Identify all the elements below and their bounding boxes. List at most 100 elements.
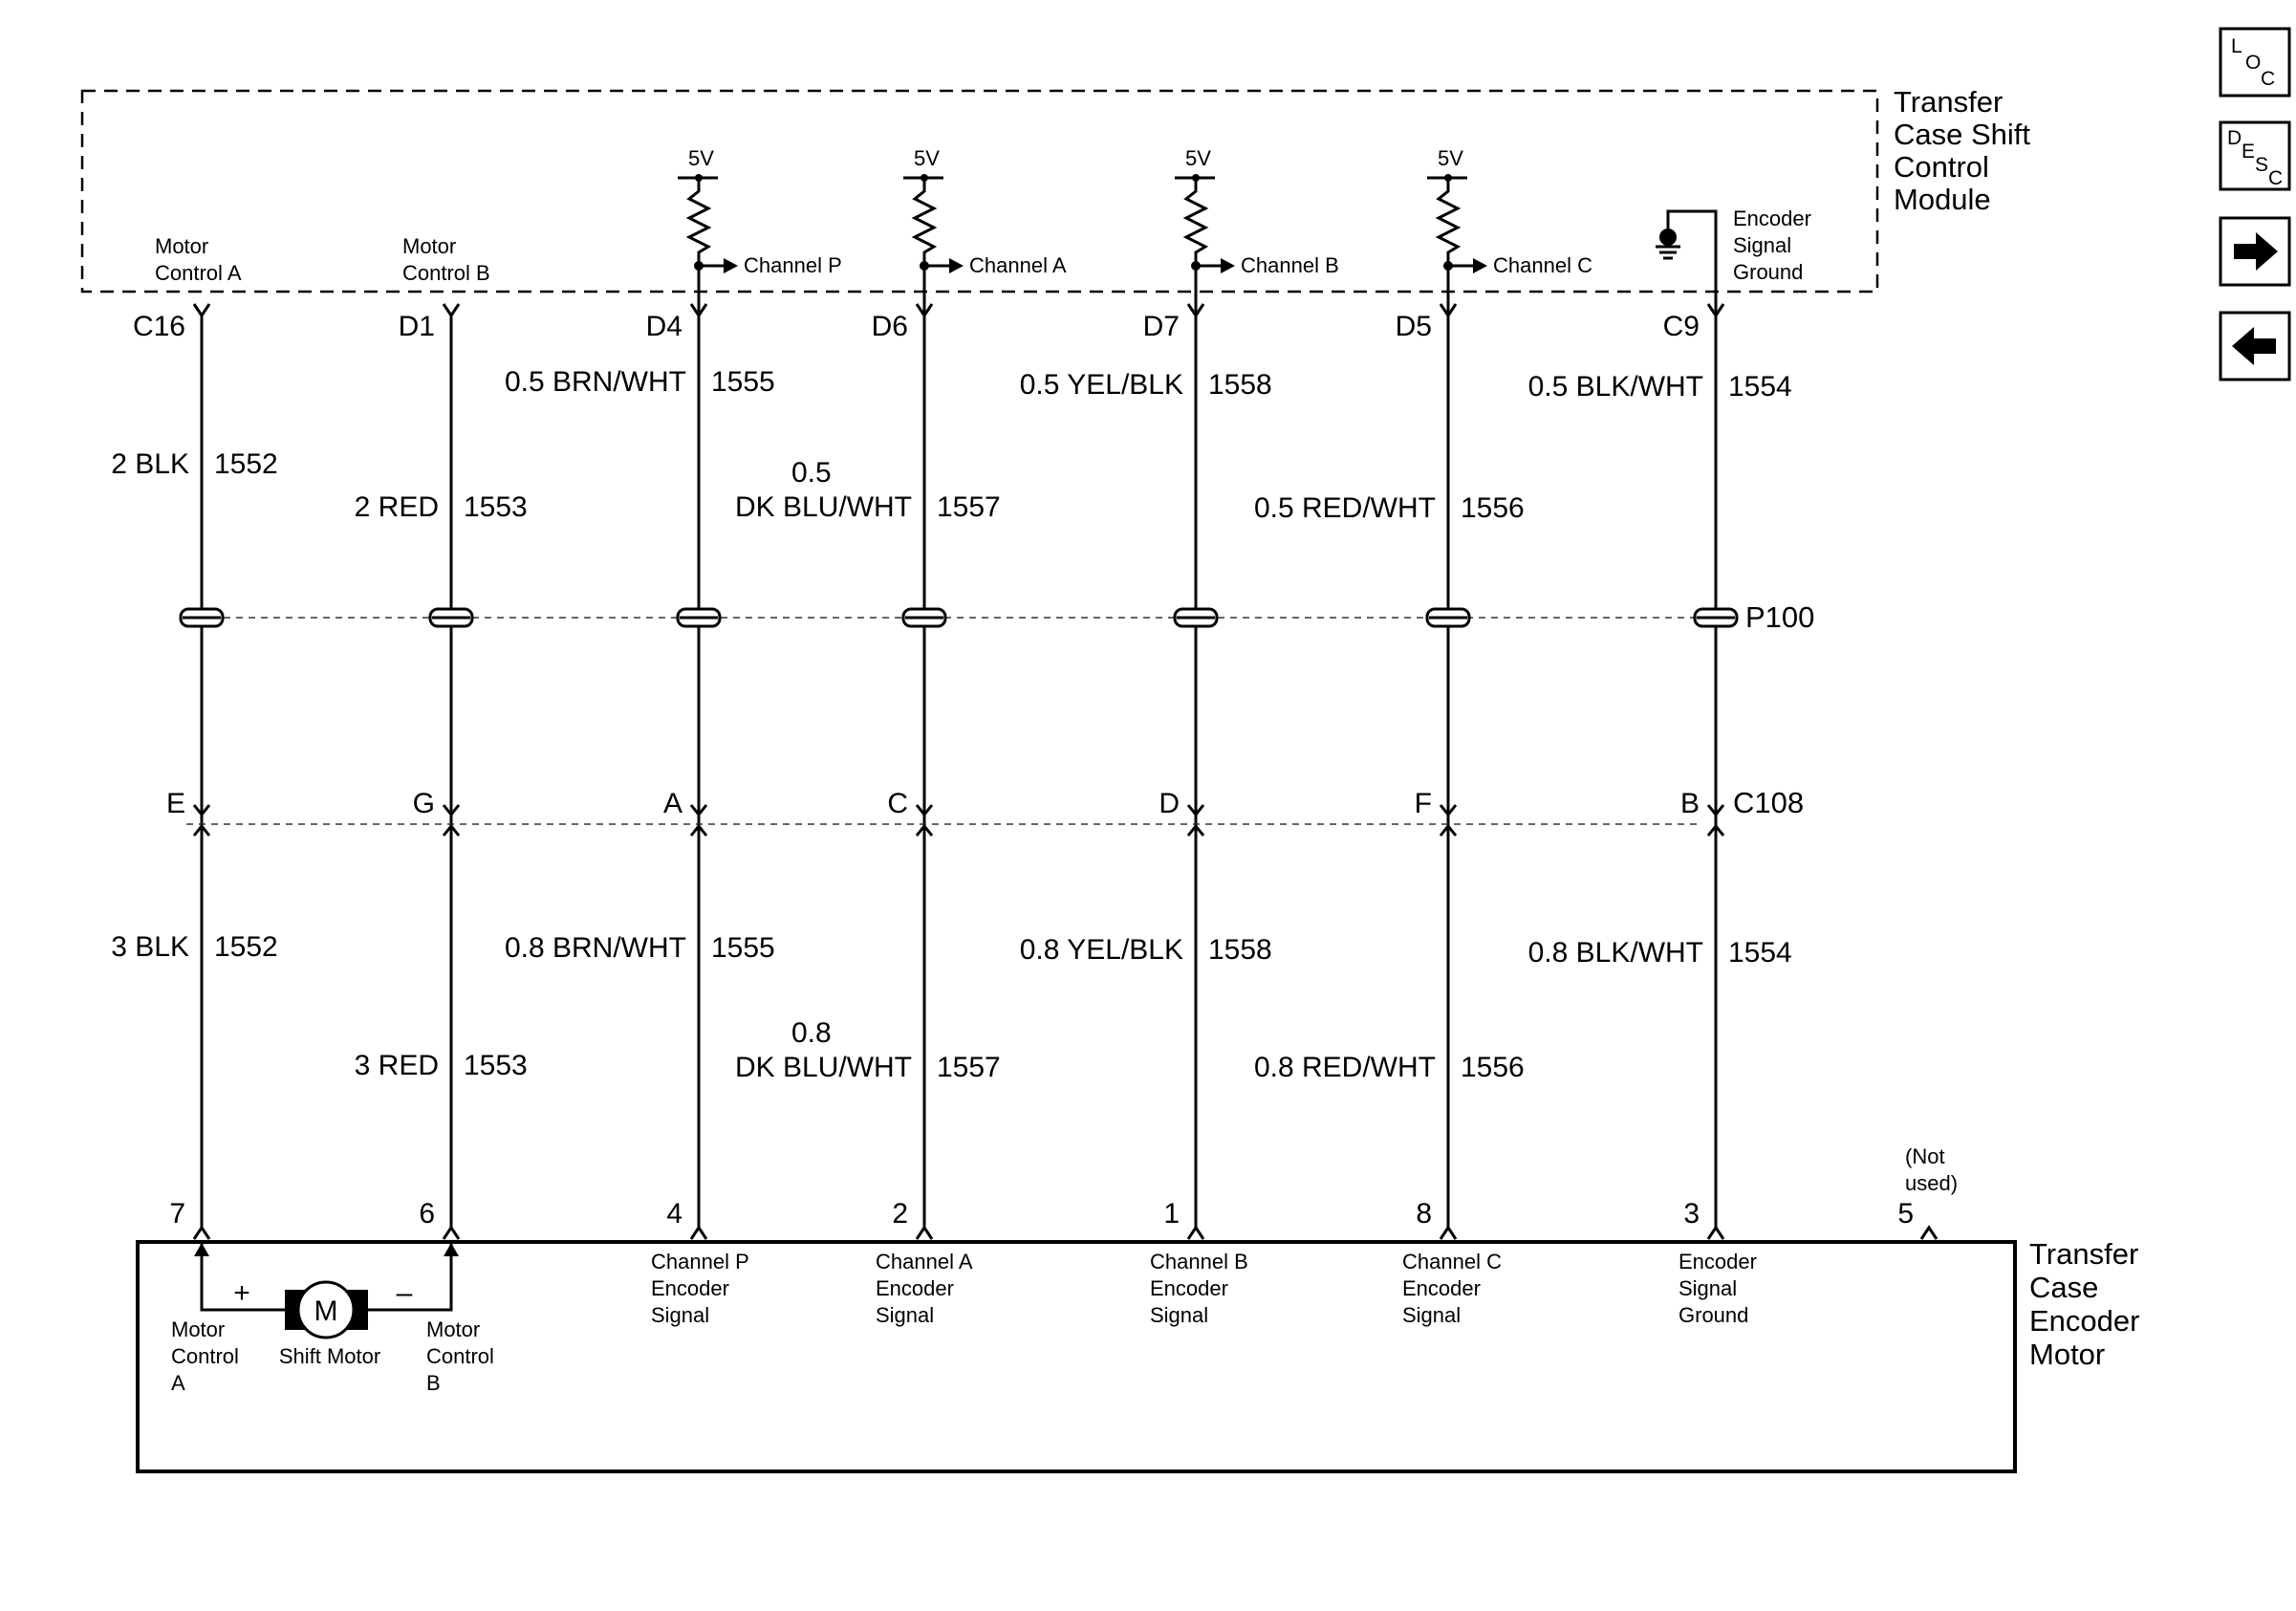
module-pin-c16: C16 xyxy=(133,311,185,342)
encoder-title-line-3: Encoder xyxy=(2029,1304,2139,1338)
circuit-number-label: 1556 xyxy=(1461,492,1525,524)
encoder-title-line-4: Motor xyxy=(2029,1338,2105,1371)
wire-color-label: 0.8 RED/WHT xyxy=(1254,1052,1436,1083)
circuit-number-label: 1552 xyxy=(214,448,278,480)
encoder-ground: Encoder Signal Ground xyxy=(1656,207,1811,285)
next-button[interactable] xyxy=(2219,216,2291,287)
cavity-label: A xyxy=(663,788,682,819)
encoder-title-line-2: Case xyxy=(2029,1271,2098,1304)
pullup-channel-p: 5V Channel P xyxy=(678,146,842,277)
arrow-right-icon xyxy=(2234,232,2278,271)
resistor-icon xyxy=(1435,178,1462,266)
encoder-pin-6: 6 xyxy=(419,1198,435,1230)
wire-color-label: 0.5 BLK/WHT xyxy=(1528,371,1703,403)
encoder-label: Channel B xyxy=(1150,1250,1248,1274)
loc-button[interactable]: L O C xyxy=(2219,27,2291,98)
desc-letter-4: C xyxy=(2268,167,2283,189)
module-pin-d6: D6 xyxy=(872,311,908,342)
pullup-channel-c: 5V Channel C xyxy=(1427,146,1592,277)
encoder-label: Encoder xyxy=(1150,1276,1228,1300)
module-label-motor-b-1: Motor xyxy=(402,234,456,258)
wire-color-label: 2 BLK xyxy=(111,448,189,480)
encoder-label: Channel A xyxy=(876,1250,973,1274)
wire-color-label: 0.8 BRN/WHT xyxy=(505,932,686,964)
loc-letter-3: C xyxy=(2261,68,2275,90)
wire-color-label: 0.5 RED/WHT xyxy=(1254,492,1436,524)
motor-symbol: M xyxy=(314,1295,338,1327)
desc-letter-3: S xyxy=(2255,154,2268,176)
module-label-motor-a-2: Control A xyxy=(155,261,242,285)
encoder-label: B xyxy=(426,1371,441,1395)
wire-color-label: 3 RED xyxy=(355,1050,439,1081)
encoder-title: Transfer Case Encoder Motor xyxy=(2029,1237,2139,1371)
not-used-label-2: used) xyxy=(1905,1171,1958,1195)
encoder-pin-8: 8 xyxy=(1416,1198,1432,1230)
encoder-pin-5: 5 xyxy=(1897,1198,1914,1230)
supply-5v-label: 5V xyxy=(914,146,940,170)
arrow-right-icon xyxy=(1221,258,1235,273)
cavity-label: G xyxy=(413,788,435,819)
module-pin-d7: D7 xyxy=(1143,311,1180,342)
encoder-label: Signal xyxy=(1150,1303,1208,1327)
circuit-number-label: 1552 xyxy=(214,931,278,963)
circuit-number-label: 1553 xyxy=(464,1050,528,1081)
shift-motor: M + – Shift Motor xyxy=(194,1243,459,1368)
control-module-box xyxy=(80,89,1879,294)
module-pin-d5: D5 xyxy=(1396,311,1432,342)
encoder-pin-7: 7 xyxy=(169,1198,185,1230)
motor-plus: + xyxy=(233,1277,250,1309)
module-label-channel-b: Channel B xyxy=(1241,253,1339,277)
desc-button[interactable]: D E S C xyxy=(2219,120,2291,191)
pullup-channel-a: 5V Channel A xyxy=(903,146,1067,277)
cavity-label: D xyxy=(1159,788,1180,819)
circuit-number-label: 1553 xyxy=(464,491,528,523)
encoder-title-line-1: Transfer xyxy=(2029,1237,2138,1271)
cavity-label: E xyxy=(166,788,185,819)
arrow-right-icon xyxy=(949,258,964,273)
pullup-channel-b: 5V Channel B xyxy=(1175,146,1339,277)
cavity-label: C xyxy=(887,788,908,819)
module-ground-label-1: Encoder xyxy=(1733,207,1811,230)
resistor-icon xyxy=(685,178,712,266)
ground-icon xyxy=(1656,245,1680,260)
module-pin-d1: D1 xyxy=(399,311,435,342)
arrow-right-icon xyxy=(1473,258,1487,273)
encoder-label: A xyxy=(171,1371,185,1395)
wires xyxy=(200,266,1718,1230)
circuit-number-label: 1554 xyxy=(1728,371,1792,403)
module-label-motor-a-1: Motor xyxy=(155,234,208,258)
module-label-channel-c: Channel C xyxy=(1493,253,1592,277)
loc-letter-1: L xyxy=(2231,35,2242,57)
wire-color-label: 2 RED xyxy=(355,491,439,523)
circuit-number-label: 1556 xyxy=(1461,1052,1525,1083)
motor-minus: – xyxy=(397,1277,413,1309)
motor-icon xyxy=(296,1280,356,1339)
module-pin-c9: C9 xyxy=(1663,311,1700,342)
desc-letter-1: D xyxy=(2227,127,2242,149)
module-label-motor-b-2: Control B xyxy=(402,261,490,285)
circuit-number-label: 1558 xyxy=(1208,369,1272,401)
encoder-label: Encoder xyxy=(1679,1250,1757,1274)
loc-letter-2: O xyxy=(2245,52,2261,74)
wire-color-label: 3 BLK xyxy=(111,931,189,963)
prev-button[interactable] xyxy=(2219,311,2291,381)
arrow-left-icon xyxy=(2232,327,2276,365)
encoder-label: Ground xyxy=(1679,1303,1748,1327)
wire-color-label: 0.8 YEL/BLK xyxy=(1020,934,1183,966)
encoder-pin-4: 4 xyxy=(666,1198,682,1230)
circuit-number-label: 1555 xyxy=(711,932,775,964)
circuit-number-label: 1557 xyxy=(937,1052,1001,1083)
encoder-label: Control xyxy=(171,1344,239,1368)
encoder-label: Motor xyxy=(426,1317,480,1341)
encoder-label: Encoder xyxy=(1402,1276,1481,1300)
module-title-line-2: Case Shift xyxy=(1894,118,2030,151)
inline-connector-c108-label: C108 xyxy=(1733,786,1804,819)
encoder-pin-1: 1 xyxy=(1163,1198,1180,1230)
inline-connector-marks xyxy=(192,804,1725,837)
module-connector: C16 D1 D4 D6 D7 D5 C9 xyxy=(133,303,1725,342)
encoder-label: Signal xyxy=(1679,1276,1737,1300)
wire-color-label: 0.5 BRN/WHT xyxy=(505,366,686,398)
